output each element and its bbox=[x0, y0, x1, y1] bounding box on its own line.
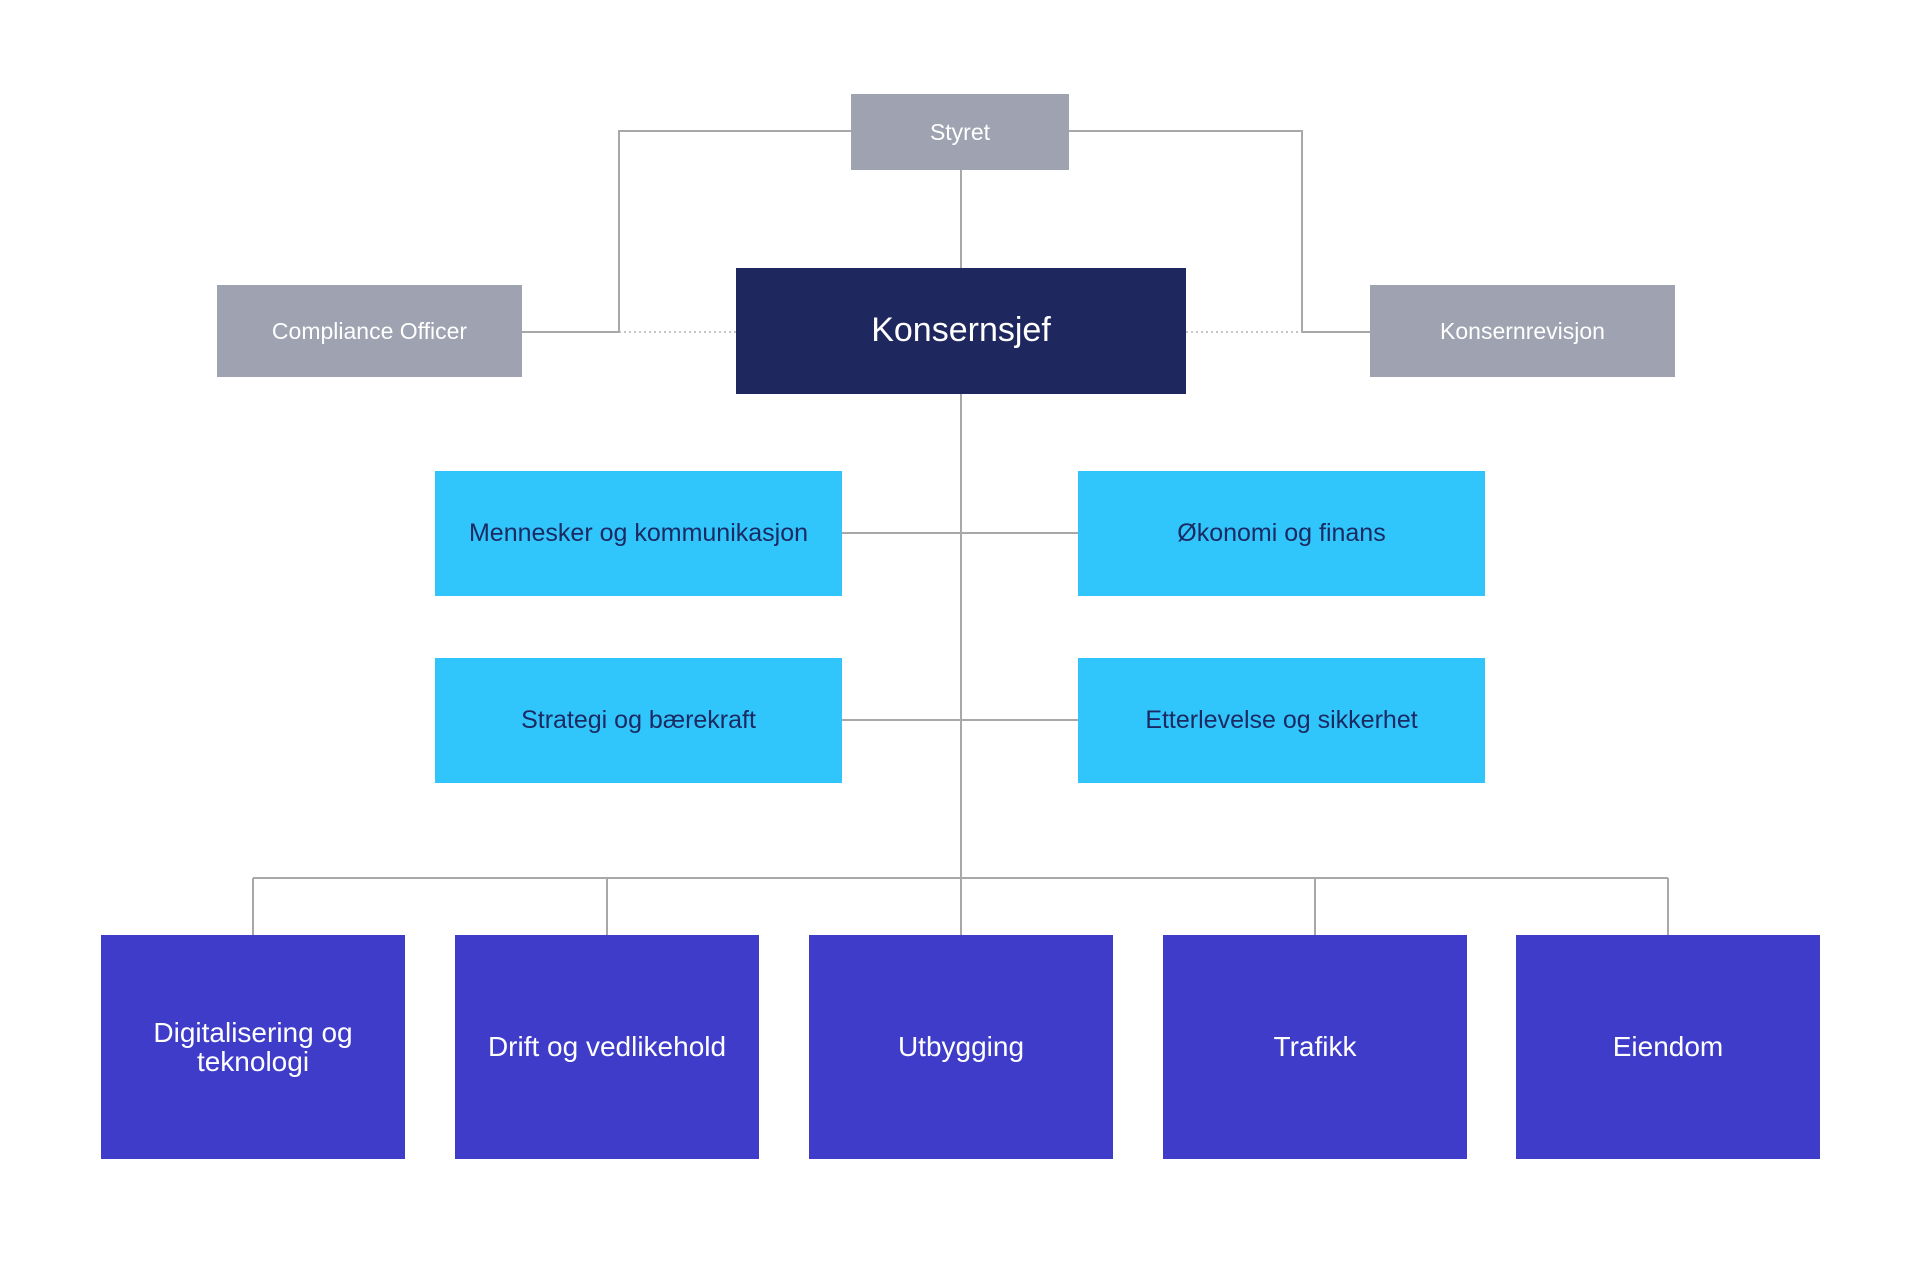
ceo-label: Konsernsjef bbox=[871, 311, 1051, 350]
division-label: Eiendom bbox=[1612, 1031, 1724, 1063]
division-box-traffic: Trafikk bbox=[1163, 935, 1467, 1159]
division-box-development: Utbygging bbox=[809, 935, 1113, 1159]
staff-box-people-communication: Mennesker og kommunikasjon bbox=[435, 471, 842, 596]
staff-label: Mennesker og kommunikasjon bbox=[468, 519, 809, 548]
division-label: Trafikk bbox=[1273, 1031, 1357, 1063]
staff-label: Økonomi og finans bbox=[1177, 519, 1386, 548]
ceo-box: Konsernsjef bbox=[736, 268, 1186, 394]
staff-box-strategy-sustainability: Strategi og bærekraft bbox=[435, 658, 842, 783]
division-label: Utbygging bbox=[897, 1031, 1025, 1063]
board-label: Styret bbox=[929, 118, 991, 145]
division-label: Drift og vedlikehold bbox=[487, 1031, 727, 1063]
division-box-real-estate: Eiendom bbox=[1516, 935, 1820, 1159]
compliance-box: Compliance Officer bbox=[217, 285, 522, 377]
audit-label: Konsernrevisjon bbox=[1440, 317, 1605, 344]
audit-box: Konsernrevisjon bbox=[1370, 285, 1675, 377]
connector-board-compliance bbox=[522, 130, 851, 333]
connector-board-audit bbox=[1069, 130, 1370, 333]
staff-box-compliance-security: Etterlevelse og sikkerhet bbox=[1078, 658, 1485, 783]
division-box-operations-maintenance: Drift og vedlikehold bbox=[455, 935, 759, 1159]
compliance-label: Compliance Officer bbox=[271, 317, 468, 344]
staff-box-economy-finance: Økonomi og finans bbox=[1078, 471, 1485, 596]
division-box-digitalization-technology: Digitalisering og teknologi bbox=[101, 935, 405, 1159]
staff-label: Etterlevelse og sikkerhet bbox=[1145, 706, 1418, 735]
division-label: Digitalisering og teknologi bbox=[153, 1016, 353, 1077]
board-box: Styret bbox=[851, 94, 1069, 170]
staff-label: Strategi og bærekraft bbox=[521, 706, 756, 735]
